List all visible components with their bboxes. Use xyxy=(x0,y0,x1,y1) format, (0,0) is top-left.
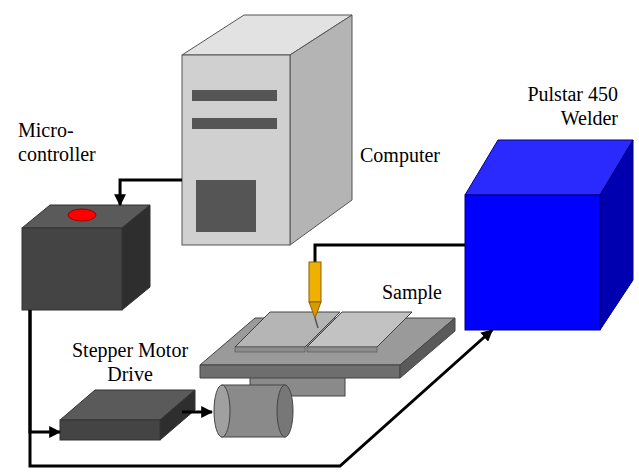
microcontroller-side xyxy=(122,205,150,310)
motor-end xyxy=(277,385,293,437)
sample-plate-edge xyxy=(235,347,305,352)
table-front xyxy=(200,365,400,378)
electrode xyxy=(315,318,318,328)
motor-body xyxy=(222,385,285,437)
welding-torch xyxy=(309,262,321,302)
microcontroller-front xyxy=(22,228,122,310)
drive-slot xyxy=(192,118,277,129)
torch-cable xyxy=(315,245,465,263)
node-label: Pulstar 450 Welder xyxy=(488,82,618,130)
node-label: Sample xyxy=(382,280,457,304)
drive-front xyxy=(60,420,160,440)
signal-wire xyxy=(120,180,182,205)
indicator-light xyxy=(68,209,96,221)
microcontroller-node: Micro- controller xyxy=(22,205,150,310)
stepper-drive-node: Stepper Motor Drive xyxy=(60,390,195,440)
node-label: Computer xyxy=(360,143,470,167)
node-label: Stepper Motor Drive xyxy=(55,338,205,386)
sample-plate-edge xyxy=(307,347,377,352)
drive-slot xyxy=(192,90,277,101)
sample-node: Sample xyxy=(200,312,455,375)
node-label: Micro- controller xyxy=(18,118,118,166)
computer-node: Computer xyxy=(182,15,352,245)
welder-side xyxy=(600,140,633,330)
motor-face xyxy=(214,385,230,437)
torch-nozzle xyxy=(309,302,321,318)
computer-panel xyxy=(196,180,256,232)
motor-signal xyxy=(182,411,212,414)
sample-plate xyxy=(307,312,412,347)
welder-front xyxy=(465,195,600,330)
signal-wire xyxy=(30,310,492,466)
computer-side xyxy=(290,15,352,245)
signal-wire xyxy=(30,310,60,432)
welder-node: Pulstar 450 Welder xyxy=(465,140,635,330)
drive-side xyxy=(160,390,195,440)
computer-front xyxy=(182,55,290,245)
